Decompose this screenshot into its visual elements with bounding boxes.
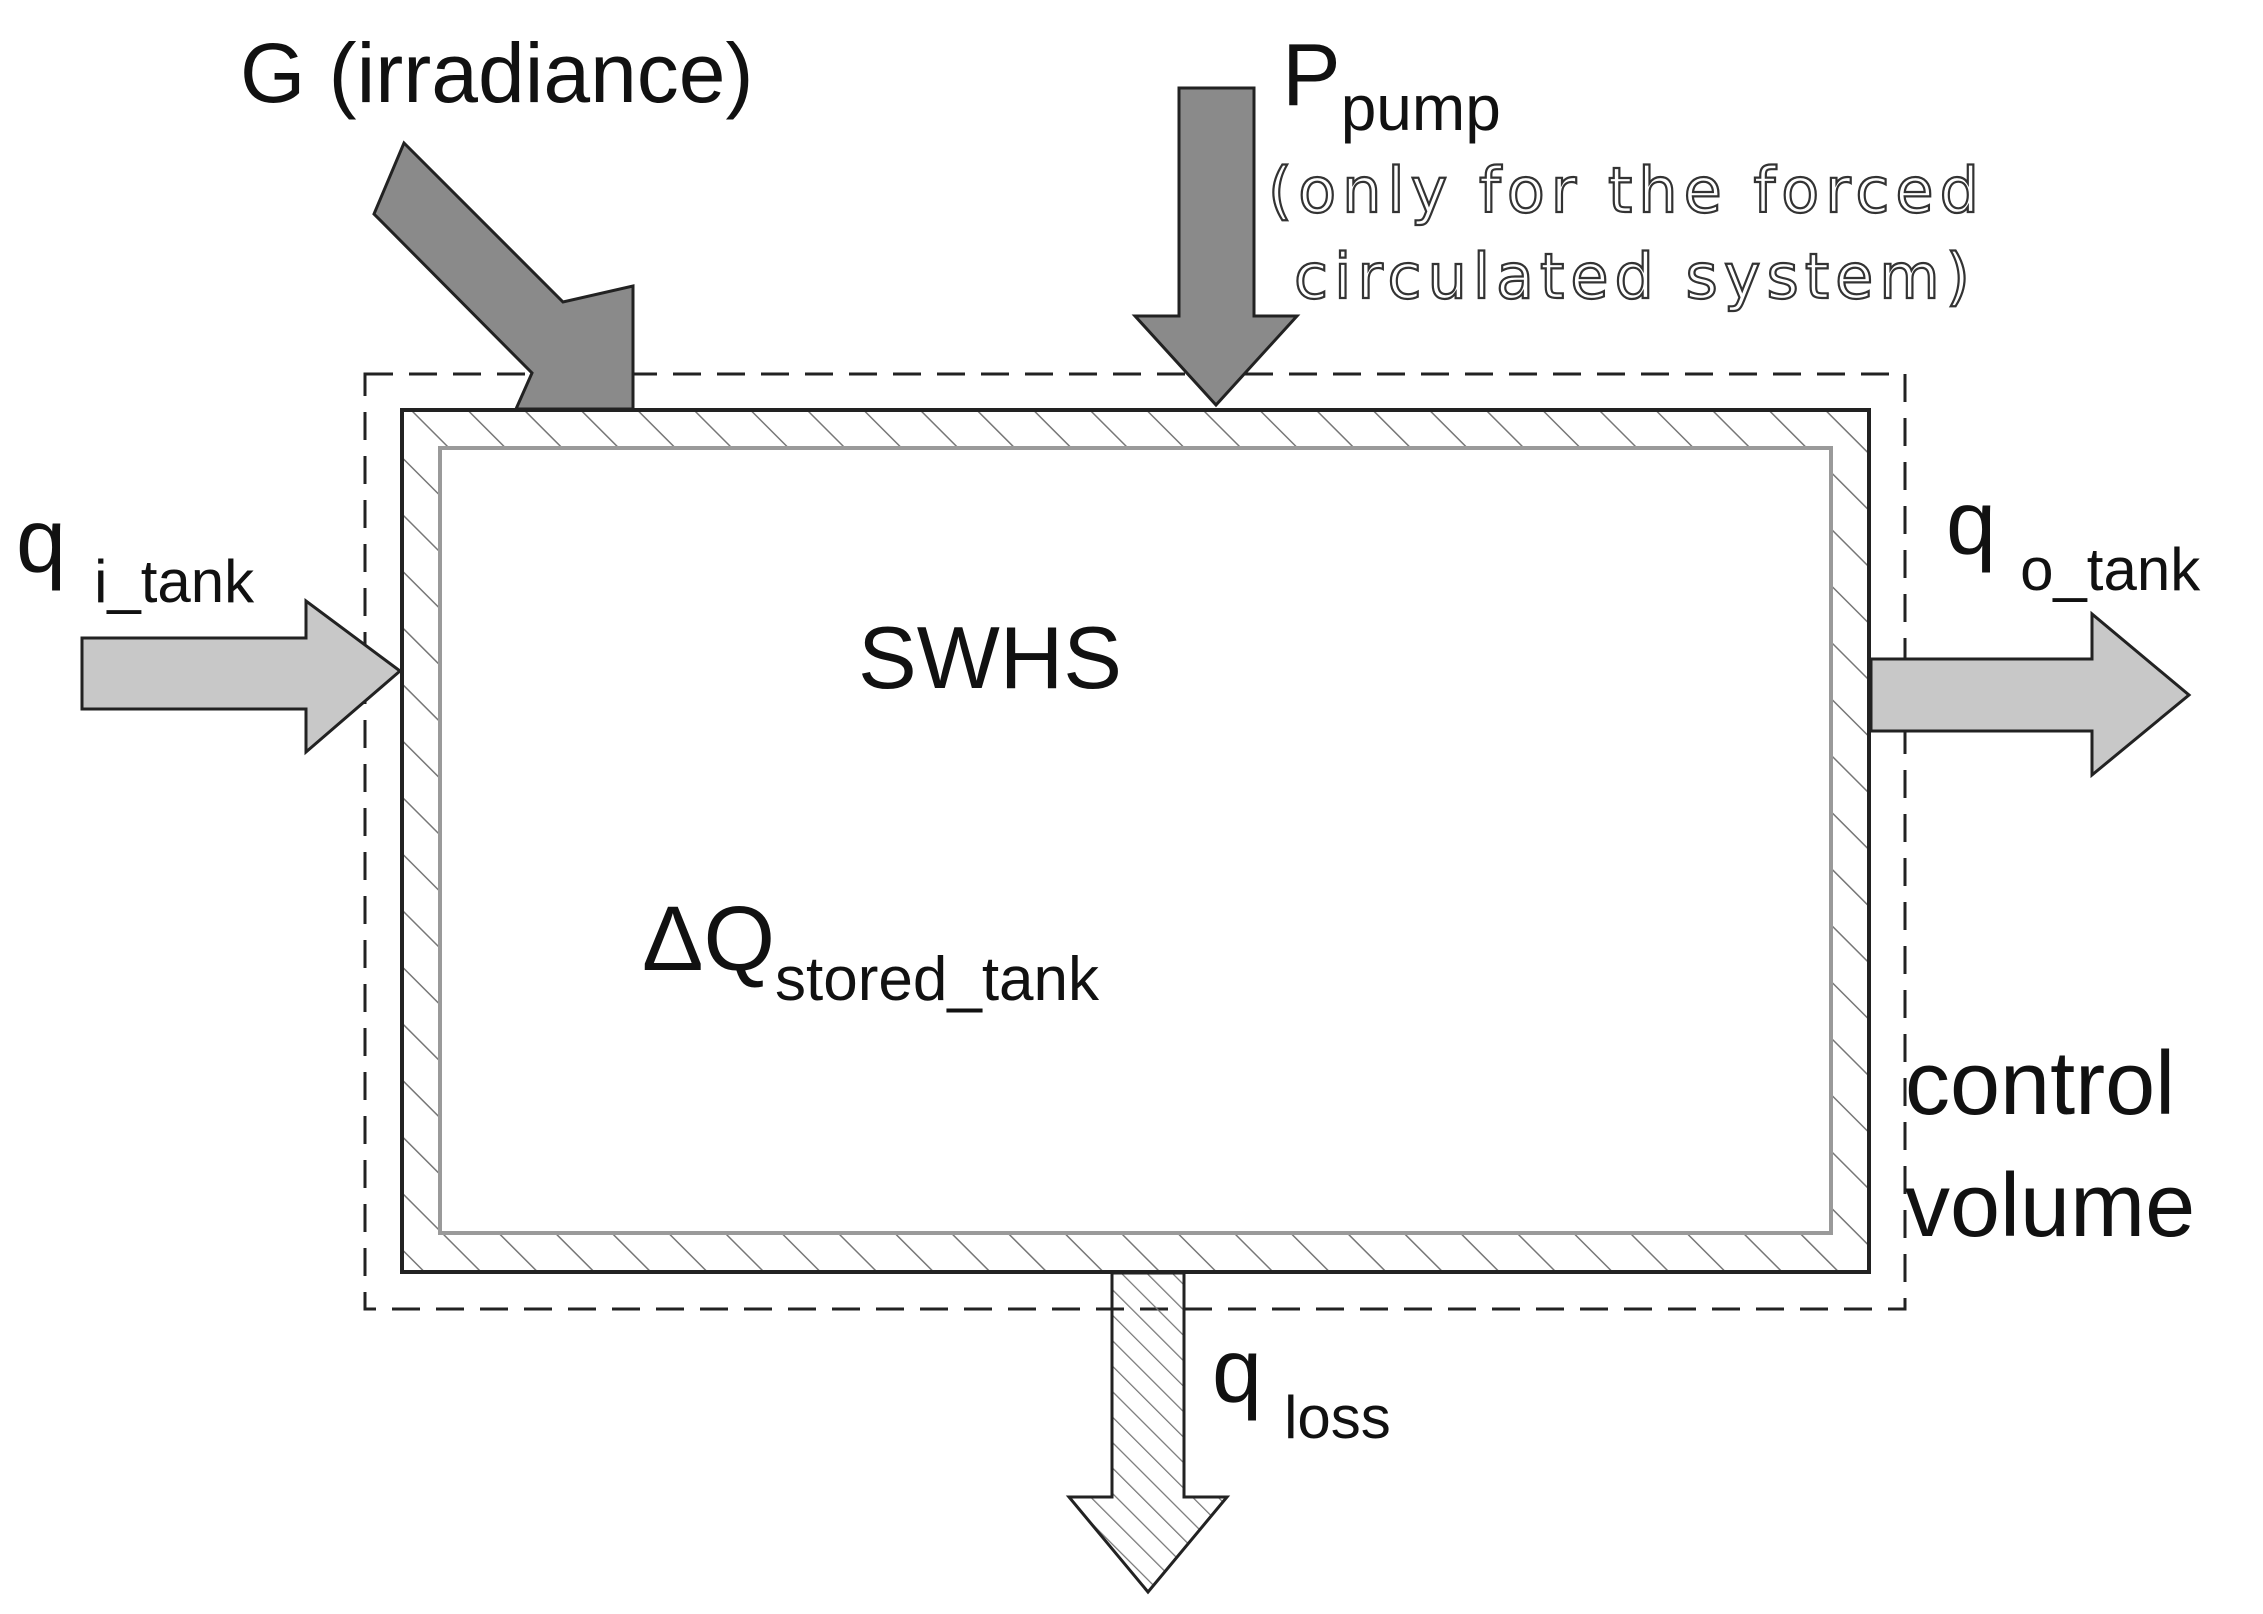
pump-power-subscript: pump xyxy=(1341,72,1501,144)
stored-energy-symbol: ΔQ xyxy=(642,888,775,990)
irradiance-arrow xyxy=(372,140,635,411)
inlet-flow-subscript: i_tank xyxy=(94,548,255,615)
inlet-flow-label: q i_tank xyxy=(16,492,255,615)
outlet-flow-label: q o_tank xyxy=(1946,474,2201,603)
tank-inner-wall xyxy=(438,446,1833,1235)
pump-power-label: Ppump xyxy=(1282,25,1501,144)
stored-energy-label: ΔQstored_tank xyxy=(642,888,1100,1014)
control-volume-label-line-2: volume xyxy=(1905,1156,2195,1256)
outlet-flow-symbol: q xyxy=(1946,474,1996,574)
stored-energy-subscript: stored_tank xyxy=(775,945,1100,1014)
control-volume-boundary xyxy=(363,372,1907,1311)
pump-note-line-2: circulated system) xyxy=(1294,240,1976,313)
outlet-flow-subscript: o_tank xyxy=(2020,536,2201,603)
irradiance-label: G (irradiance) xyxy=(240,26,753,120)
heat-loss-symbol: q xyxy=(1212,1322,1262,1422)
inlet-flow-arrow xyxy=(80,598,403,756)
heat-loss-arrow xyxy=(1065,1271,1231,1595)
control-volume-label-line-1: control xyxy=(1905,1034,2175,1134)
pump-power-symbol: P xyxy=(1282,25,1341,124)
heat-loss-subscript: loss xyxy=(1284,1384,1391,1451)
system-label: SWHS xyxy=(858,608,1122,707)
inlet-flow-symbol: q xyxy=(16,492,66,592)
pump-note-line-1: (only for the forced xyxy=(1268,154,1985,227)
outlet-flow-arrow xyxy=(1869,610,2192,779)
pump-power-arrow xyxy=(1131,86,1301,408)
